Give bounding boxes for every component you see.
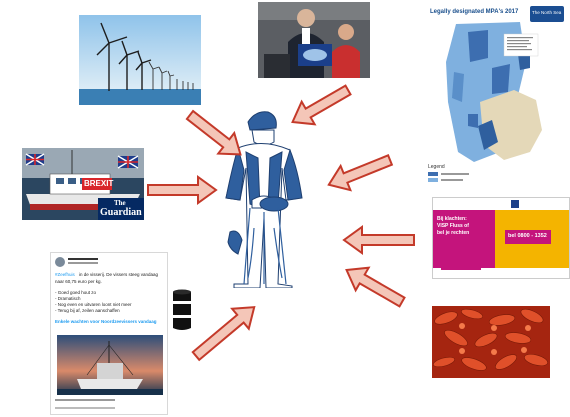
guardian-logo: The Guardian [98,198,144,220]
brexit-banner: BREXIT [82,178,114,190]
map-title: Legally designated MPA's 2017 [430,9,519,15]
ad-crest-icon [511,200,519,208]
north-sea-logo: The North Sea [530,6,564,22]
tweet-author-lines [68,258,98,260]
map-legend [428,172,469,182]
ad-bottom-banner [441,260,481,270]
arrow-from-tweet [191,306,256,362]
shrimp-photo [432,306,550,378]
fisherman-figure [208,108,326,288]
arrow-from-guardian [147,175,218,205]
tweet-trawler-image [57,335,163,395]
oil-barrel-icon [170,288,194,332]
tweet-hashtag: #Zeefhuis [55,272,75,277]
parliament-photo [258,2,370,78]
arrow-from-wind [185,109,242,156]
map-legend-title: Legend [428,164,445,170]
guardian-brexit-photo: BREXIT The Guardian [22,148,144,220]
ad-magenta-box: Bij klachten: VISP Fluss of bel je recht… [433,210,495,268]
tweet-footer-lines [55,399,115,401]
tweet-card: #Zeefhuis in de visserij. De vissers ste… [50,252,168,415]
mpa-map: Legally designated MPA's 2017 The North … [418,2,568,192]
wind-turbines-photo [79,15,201,105]
arrow-from-parliament [291,84,352,126]
complaint-ad-panel: Bij klachten: VISP Fluss of bel je recht… [432,197,570,279]
arrow-from-shrimp [345,266,406,308]
ad-orange-box: bel 0800 - 1352 [495,210,569,268]
tweet-link[interactable]: Enkele wachten voor Noordzeevissers vand… [55,319,157,324]
ad-phone-badge: bel 0800 - 1352 [505,230,551,244]
tweet-avatar [55,257,65,267]
arrow-from-ad [342,225,415,255]
arrow-from-map [327,154,394,192]
